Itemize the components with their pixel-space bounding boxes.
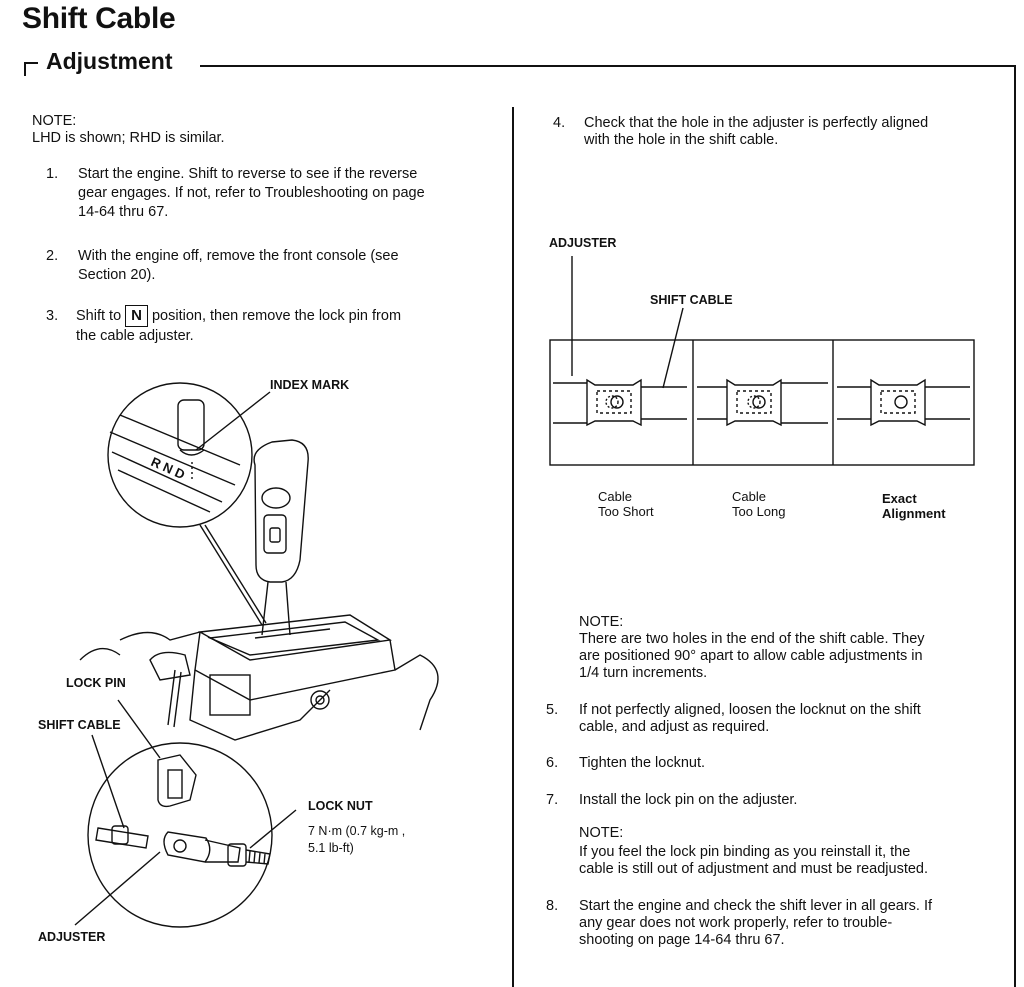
torque-line-1: 7 N·m (0.7 kg-m , <box>308 824 406 838</box>
label-adjuster-left: ADJUSTER <box>38 930 106 944</box>
step-4-number: 4. <box>553 115 566 131</box>
note-2-line-1: If you feel the lock pin binding as you … <box>579 844 911 860</box>
caption-too-short-2: Too Short <box>598 504 654 519</box>
label-index-mark: INDEX MARK <box>270 378 350 392</box>
caption-too-short: Cable Too Short <box>598 489 654 519</box>
step-1-line-2: gear engages. If not, refer to Troublesh… <box>78 185 425 201</box>
note-1-line-2: are positioned 90° apart to allow cable … <box>579 648 923 664</box>
step-8-line-1: Start the engine and check the shift lev… <box>579 898 933 914</box>
step-1-number: 1. <box>46 166 59 182</box>
frame-left-cap <box>24 62 38 64</box>
note-2-label: NOTE: <box>579 825 624 841</box>
step-5-line-1: If not perfectly aligned, loosen the loc… <box>579 702 921 718</box>
note-1-line-1: There are two holes in the end of the sh… <box>579 631 925 647</box>
note-2-line-2: cable is still out of adjustment and mus… <box>579 861 928 877</box>
step-3-post: position, then remove the lock pin from <box>151 308 402 324</box>
step-4-line-2: with the hole in the shift cable. <box>584 132 779 148</box>
shifter-illustration: R N D <box>74 382 439 928</box>
step-6-number: 6. <box>546 755 559 771</box>
step-8-number: 8. <box>546 898 559 914</box>
step-8-line-2: any gear does not work properly, refer t… <box>579 915 893 931</box>
caption-too-short-1: Cable <box>598 489 632 504</box>
step-3-number: 3. <box>46 308 59 324</box>
caption-too-long-2: Too Long <box>732 504 786 519</box>
index-mark-zoom-circle <box>107 382 253 528</box>
caption-too-long: Cable Too Long <box>732 489 786 519</box>
step-5-number: 5. <box>546 702 559 718</box>
note-1-line-3: 1/4 turn increments. <box>579 665 708 681</box>
step-1-line-1: Start the engine. Shift to reverse to se… <box>78 166 418 182</box>
page-title: Shift Cable <box>22 2 176 35</box>
step-4-line-1: Check that the hole in the adjuster is p… <box>584 115 929 131</box>
lock-detail-zoom-circle <box>87 742 273 928</box>
step-8-line-3: shooting on page 14-64 thru 67. <box>579 932 785 948</box>
note-1-label: NOTE: <box>579 614 624 630</box>
gear-n-box: N <box>125 305 148 327</box>
step-1-line-3: 14-64 thru 67. <box>78 204 169 220</box>
caption-exact-1: Exact <box>882 491 917 506</box>
step-2-line-2: Section 20). <box>78 267 156 283</box>
step-2-number: 2. <box>46 248 59 264</box>
label-lock-nut: LOCK NUT <box>308 799 373 813</box>
note-label: NOTE: <box>32 113 77 129</box>
alignment-panels-frame <box>549 339 975 466</box>
step-7-line-1: Install the lock pin on the adjuster. <box>579 792 798 808</box>
caption-too-long-1: Cable <box>732 489 766 504</box>
caption-exact-2: Alignment <box>882 506 946 521</box>
step-2-line-1: With the engine off, remove the front co… <box>78 248 399 264</box>
frame-top-rule <box>200 65 1016 67</box>
column-divider <box>512 107 514 987</box>
step-6-line-1: Tighten the locknut. <box>579 755 706 771</box>
alignment-panels <box>549 339 975 466</box>
frame-left-tick <box>24 62 26 76</box>
section-title: Adjustment <box>46 48 173 74</box>
label-shift-cable-right: SHIFT CABLE <box>650 293 733 307</box>
torque-line-2: 5.1 lb-ft) <box>308 841 354 855</box>
frame-right-rule <box>1014 65 1016 987</box>
label-shift-cable-left: SHIFT CABLE <box>38 718 121 732</box>
label-adjuster-right: ADJUSTER <box>549 236 617 250</box>
note-text: LHD is shown; RHD is similar. <box>32 130 225 146</box>
caption-exact: Exact Alignment <box>882 491 946 521</box>
step-3-line-2: the cable adjuster. <box>76 328 194 344</box>
step-5-line-2: cable, and adjust as required. <box>579 719 770 735</box>
label-lock-pin: LOCK PIN <box>66 676 126 690</box>
alignment-diagram <box>571 256 684 389</box>
step-3-pre: Shift to <box>76 308 122 324</box>
step-7-number: 7. <box>546 792 559 808</box>
